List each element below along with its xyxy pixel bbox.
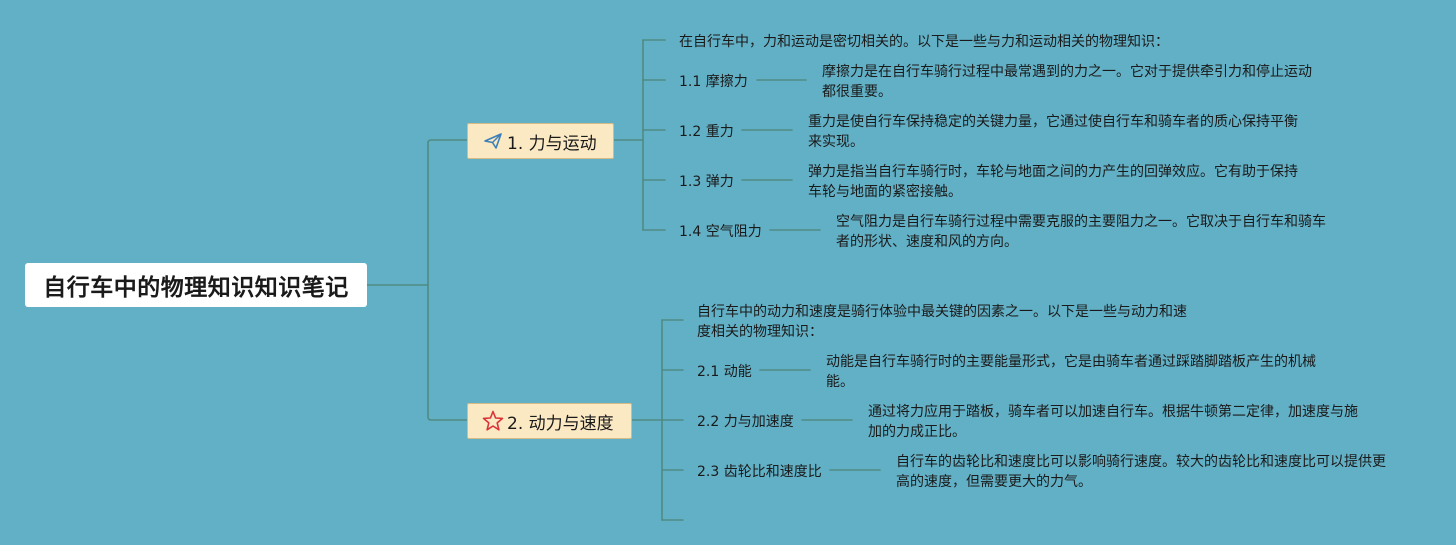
topic-text-air-resistance: 空气阻力是自行车骑行过程中需要克服的主要阻力之一。它取决于自行车和骑车者的形状、…	[836, 214, 1326, 250]
topic-label-air-resistance[interactable]: 1.4 空气阻力	[679, 224, 762, 240]
topic-text-gravity: 重力是使自行车保持稳定的关键力量，它通过使自行车和骑车者的质心保持平衡来实现。	[808, 114, 1298, 150]
branch-2-intro: 自行车中的动力和速度是骑行体验中最关键的因素之一。以下是一些与动力和速度相关的物…	[697, 304, 1187, 340]
root-title: 自行车中的物理知识知识笔记	[43, 275, 349, 301]
topic-text-gear-ratio: 自行车的齿轮比和速度比可以影响骑行速度。较大的齿轮比和速度比可以提供更高的速度，…	[896, 454, 1386, 490]
root-node[interactable]: 自行车中的物理知识知识笔记	[25, 263, 367, 307]
topic-label-gravity[interactable]: 1.2 重力	[679, 124, 734, 140]
connector-root-to-branch-2	[427, 284, 468, 421]
topic-text-kinetic-energy: 动能是自行车骑行时的主要能量形式，它是由骑车者通过踩踏脚踏板产生的机械能。	[826, 354, 1316, 390]
connector-root-to-branch-1	[427, 139, 468, 286]
topic-text-force-acceleration: 通过将力应用于踏板，骑车者可以加速自行车。根据牛顿第二定律，加速度与施加的力成正…	[868, 404, 1358, 440]
star-icon	[482, 410, 504, 432]
branch-title: 2. 动力与速度	[507, 413, 614, 434]
topic-label-elasticity[interactable]: 1.3 弹力	[679, 174, 734, 190]
branch-node-power-speed[interactable]: 2. 动力与速度	[467, 403, 632, 439]
topic-label-friction[interactable]: 1.1 摩擦力	[679, 74, 748, 90]
branch-1-intro: 在自行车中，力和运动是密切相关的。以下是一些与力和运动相关的物理知识：	[679, 34, 1169, 50]
topic-label-gear-ratio[interactable]: 2.3 齿轮比和速度比	[697, 464, 822, 480]
branch-node-force-motion[interactable]: 1. 力与运动	[467, 123, 614, 159]
topic-text-elasticity: 弹力是指当自行车骑行时，车轮与地面之间的力产生的回弹效应。它有助于保持车轮与地面…	[808, 164, 1298, 200]
topic-label-force-acceleration[interactable]: 2.2 力与加速度	[697, 414, 794, 430]
paper-plane-icon	[482, 130, 504, 152]
branch-title: 1. 力与运动	[507, 133, 597, 154]
topic-label-kinetic-energy[interactable]: 2.1 动能	[697, 364, 752, 380]
topic-text-friction: 摩擦力是在自行车骑行过程中最常遇到的力之一。它对于提供牵引力和停止运动都很重要。	[822, 64, 1312, 100]
